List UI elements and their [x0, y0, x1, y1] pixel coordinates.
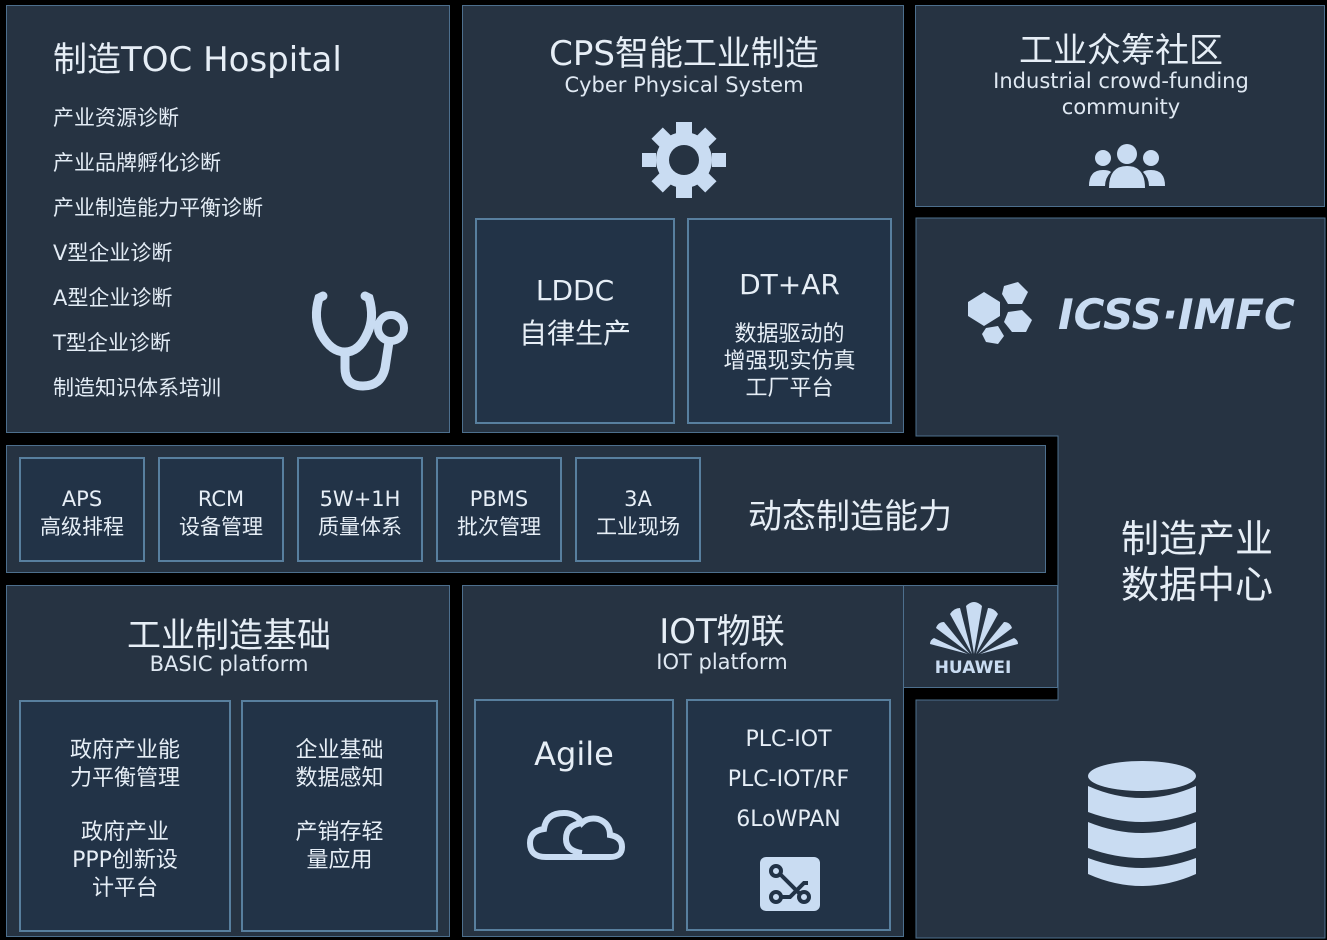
module-3a: 3A 工业现场: [575, 457, 701, 562]
database-icon: [1088, 761, 1196, 886]
module-rcm: RCM 设备管理: [158, 457, 284, 562]
module-desc: 高级排程: [40, 515, 124, 539]
crowd-subtitle-2: community: [1061, 95, 1181, 119]
dynamic-label: 动态制造能力: [748, 497, 952, 537]
lddc-desc: 自律生产: [518, 317, 631, 350]
module-desc: 批次管理: [457, 515, 541, 539]
toc-panel: 制造TOC Hospital 产业资源诊断 产业品牌孵化诊断 产业制造能力平衡诊…: [6, 5, 450, 433]
gov-text-2c: 计平台: [91, 876, 158, 901]
lddc-label: LDDC: [535, 274, 615, 307]
module-code: RCM: [197, 487, 245, 511]
crowd-title: 工业众筹社区: [1019, 31, 1223, 71]
module-code: APS: [61, 487, 103, 511]
cps-panel: CPS智能工业制造 Cyber Physical System LDDC 自律生…: [462, 5, 904, 433]
toc-item: A型企业诊断: [53, 286, 173, 310]
lddc-box: LDDC 自律生产: [475, 218, 675, 424]
module-code: PBMS: [469, 487, 529, 511]
module-aps: APS 高级排程: [19, 457, 145, 562]
agile-label: Agile: [534, 735, 614, 773]
module-desc: 设备管理: [179, 515, 263, 539]
module-pbms: PBMS 批次管理: [436, 457, 562, 562]
toc-item: 产业制造能力平衡诊断: [53, 196, 263, 220]
toc-item: 产业品牌孵化诊断: [53, 151, 221, 175]
toc-item: 产业资源诊断: [53, 106, 179, 130]
people-icon: [1089, 144, 1165, 188]
toc-item: V型企业诊断: [53, 241, 173, 265]
ent-text-2b: 量应用: [306, 848, 373, 873]
module-desc: 质量体系: [318, 515, 402, 539]
gov-text-2a: 政府产业: [80, 820, 169, 845]
plc-item: 6LoWPAN: [736, 807, 841, 832]
gov-text-2b: PPP创新设: [72, 848, 178, 873]
iot-title: IOT物联: [659, 612, 785, 652]
plc-item: PLC-IOT/RF: [727, 767, 850, 792]
ent-text-1b: 数据感知: [295, 766, 384, 791]
toc-title: 制造TOC Hospital: [53, 40, 342, 80]
module-desc: 工业现场: [596, 515, 680, 539]
circuit-icon: [760, 857, 820, 911]
dtar-label: DT+AR: [739, 268, 840, 301]
ent-text-2a: 产销存轻: [295, 820, 384, 845]
module-code: 3A: [624, 487, 652, 511]
module-5w1h: 5W+1H 质量体系: [297, 457, 423, 562]
plc-box: PLC-IOT PLC-IOT/RF 6LoWPAN: [686, 699, 891, 931]
dtar-box: DT+AR 数据驱动的 增强现实仿真 工厂平台: [687, 218, 892, 424]
crowd-panel: 工业众筹社区 Industrial crowd-funding communit…: [915, 5, 1325, 207]
basic-subtitle: BASIC platform: [149, 652, 309, 676]
gov-box: 政府产业能 力平衡管理 政府产业 PPP创新设 计平台: [19, 700, 231, 932]
gear-icon: [642, 122, 726, 198]
crowd-subtitle-1: Industrial crowd-funding: [993, 69, 1249, 93]
toc-item: T型企业诊断: [53, 331, 171, 355]
gov-text-1a: 政府产业能: [69, 738, 180, 763]
basic-title: 工业制造基础: [127, 616, 331, 656]
dtar-desc-2: 增强现实仿真: [723, 349, 856, 374]
agile-box: Agile: [474, 699, 674, 931]
basic-panel: 工业制造基础 BASIC platform 政府产业能 力平衡管理 政府产业 P…: [6, 585, 450, 937]
gov-text-1b: 力平衡管理: [69, 766, 180, 791]
toc-item: 制造知识体系培训: [53, 376, 221, 400]
data-center-line2: 数据中心: [1120, 563, 1273, 607]
enterprise-box: 企业基础 数据感知 产销存轻 量应用: [241, 700, 438, 932]
icss-logo-text: ICSS·IMFC: [1058, 290, 1295, 339]
ent-text-1a: 企业基础: [295, 738, 384, 763]
cloud-icon: [526, 809, 626, 860]
plc-item: PLC-IOT: [745, 727, 832, 752]
data-center-line1: 制造产业: [1120, 517, 1273, 561]
cps-subtitle: Cyber Physical System: [564, 73, 804, 97]
module-code: 5W+1H: [319, 487, 401, 511]
huawei-text: HUAWEI: [934, 658, 1012, 678]
cps-title: CPS智能工业制造: [549, 34, 819, 74]
stethoscope-icon: [311, 291, 408, 391]
dtar-desc-1: 数据驱动的: [734, 322, 845, 347]
iot-subtitle: IOT platform: [656, 650, 788, 674]
icss-logo-icon: [968, 282, 1032, 344]
dtar-desc-3: 工厂平台: [745, 376, 834, 401]
huawei-logo-icon: [930, 602, 1018, 654]
